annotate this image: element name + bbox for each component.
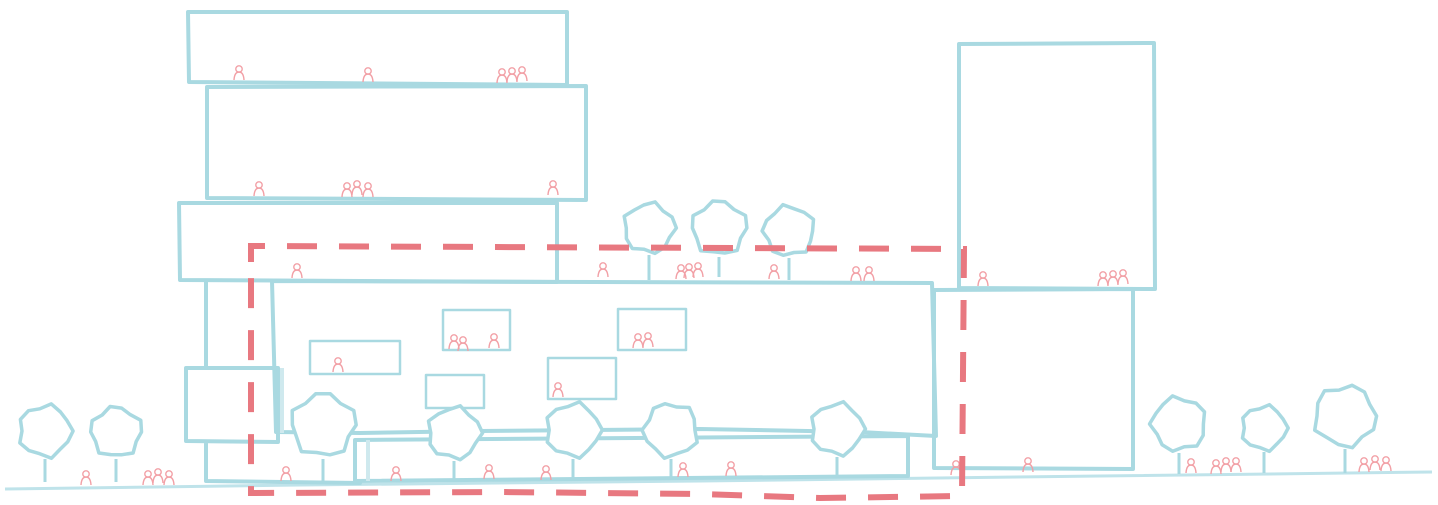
tree-icon bbox=[810, 399, 868, 478]
person-icon bbox=[351, 180, 363, 196]
person-icon bbox=[280, 466, 292, 482]
person-icon bbox=[362, 67, 374, 83]
project-boundary bbox=[248, 242, 968, 502]
tree-icon bbox=[1240, 402, 1290, 473]
ground-line bbox=[4, 470, 1433, 491]
interior-room bbox=[441, 308, 512, 352]
person-icon bbox=[1107, 270, 1119, 286]
tree-icon bbox=[760, 202, 816, 280]
tree-icon bbox=[690, 199, 749, 277]
person-icon bbox=[977, 271, 989, 287]
tree-icon bbox=[545, 400, 605, 480]
person-icon bbox=[233, 65, 245, 81]
person-icon bbox=[253, 181, 265, 197]
person-icon bbox=[597, 262, 609, 278]
lower-hall bbox=[353, 434, 910, 483]
tree-icon bbox=[1312, 383, 1379, 473]
right-tower-base bbox=[932, 287, 1135, 471]
person-icon bbox=[768, 264, 780, 280]
person-icon bbox=[1230, 457, 1242, 473]
person-icon bbox=[1117, 269, 1129, 285]
tree-icon bbox=[640, 401, 699, 479]
tower-slab-upper bbox=[205, 84, 588, 202]
person-icon bbox=[506, 67, 518, 83]
tree-icon bbox=[622, 200, 679, 280]
person-icon bbox=[496, 68, 508, 84]
person-icon bbox=[675, 264, 687, 280]
person-icon bbox=[80, 470, 92, 486]
interior-room bbox=[424, 373, 486, 410]
person-icon bbox=[1097, 271, 1109, 287]
person-icon bbox=[1369, 455, 1381, 471]
person-icon bbox=[540, 465, 552, 481]
person-icon bbox=[341, 182, 353, 198]
interior-room bbox=[546, 356, 618, 401]
person-icon bbox=[642, 332, 654, 348]
person-icon bbox=[291, 263, 303, 279]
person-icon bbox=[142, 470, 154, 486]
person-icon bbox=[163, 470, 175, 486]
person-icon bbox=[488, 333, 500, 349]
person-icon bbox=[516, 66, 528, 82]
person-icon bbox=[552, 382, 564, 398]
person-icon bbox=[725, 461, 737, 477]
person-icon bbox=[677, 462, 689, 478]
person-icon bbox=[547, 180, 559, 196]
interior-room bbox=[616, 307, 688, 352]
interior-room bbox=[308, 339, 402, 376]
person-icon bbox=[1185, 458, 1197, 474]
person-icon bbox=[448, 334, 460, 350]
tower-core bbox=[184, 280, 362, 485]
person-icon bbox=[362, 182, 374, 198]
person-icon bbox=[850, 266, 862, 282]
person-icon bbox=[483, 464, 495, 480]
person-icon bbox=[1220, 457, 1232, 473]
left-tower bbox=[177, 10, 588, 485]
people bbox=[80, 65, 1392, 486]
right-tower-upper bbox=[957, 41, 1157, 291]
trees bbox=[18, 199, 1379, 484]
tower-slab-middle bbox=[177, 201, 559, 284]
person-icon bbox=[1022, 457, 1034, 473]
person-icon bbox=[632, 333, 644, 349]
person-icon bbox=[390, 466, 402, 482]
tree-icon bbox=[426, 404, 485, 482]
person-icon bbox=[1358, 457, 1370, 473]
person-icon bbox=[332, 357, 344, 373]
person-icon bbox=[692, 262, 704, 278]
tree-icon bbox=[290, 392, 358, 484]
person-icon bbox=[152, 468, 164, 484]
person-icon bbox=[1380, 456, 1392, 472]
person-icon bbox=[863, 266, 875, 282]
tree-icon bbox=[18, 402, 75, 482]
tree-icon bbox=[1147, 394, 1207, 474]
tree-icon bbox=[88, 404, 144, 482]
person-icon bbox=[457, 336, 469, 352]
person-icon bbox=[1210, 459, 1222, 475]
right-tower bbox=[932, 41, 1157, 471]
